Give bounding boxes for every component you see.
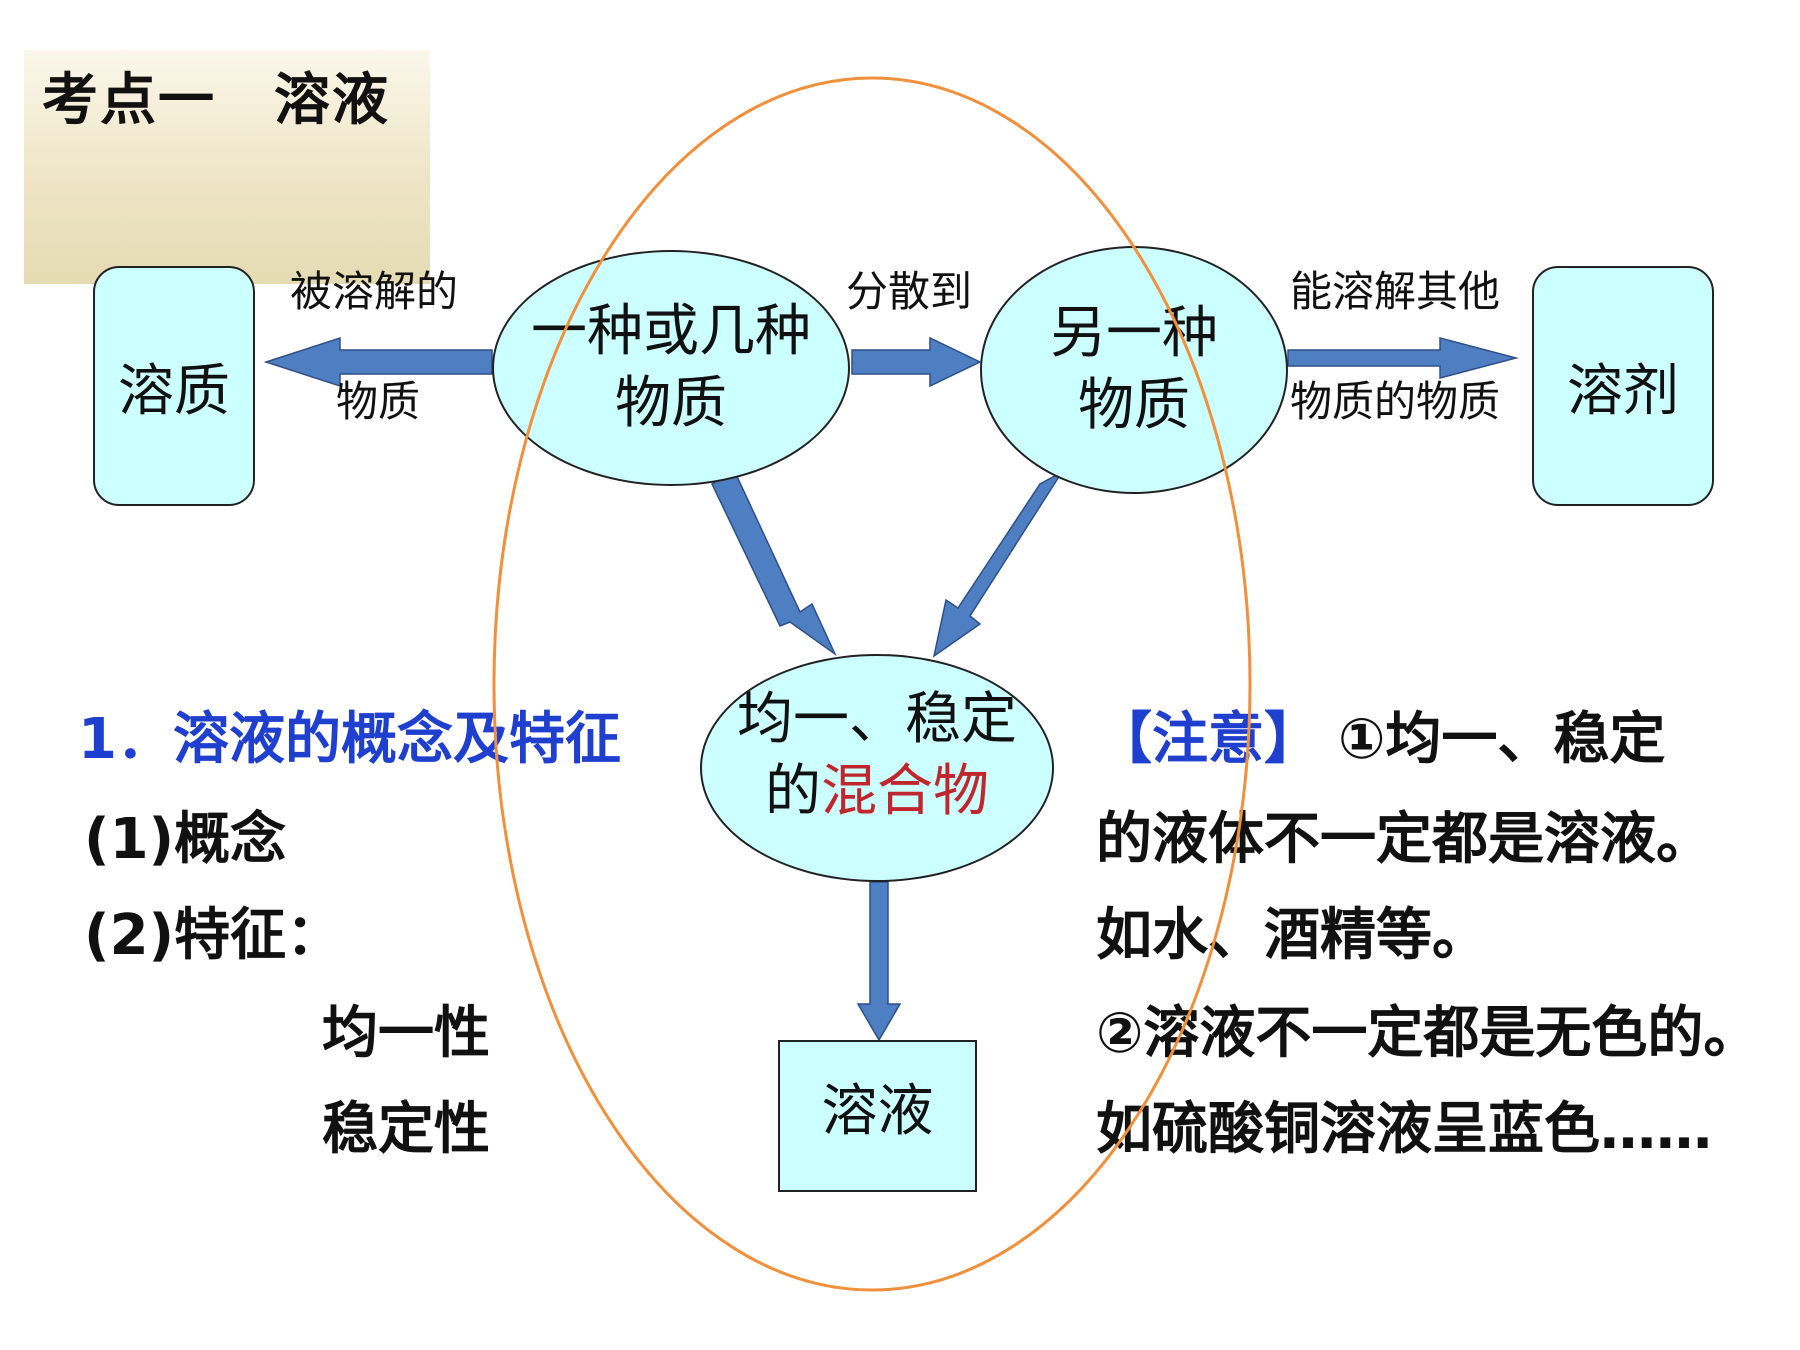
label-can-dissolve: 能溶解其他 [1290,267,1501,316]
note-label: 【注意】 [1096,707,1320,772]
substance-b-node: 另一种 物质 [980,246,1288,494]
substance-a-line2: 物质 [615,371,727,436]
label-substance-of-substance: 物质的物质 [1290,377,1501,426]
title-banner [24,50,430,284]
label-dissolved: 被溶解的 [290,267,459,316]
arrow-b-to-mixture [932,471,1063,658]
arrow-to-solvent [1287,337,1519,379]
solution-label: 溶液 [821,1078,934,1144]
section-heading: 1．溶液的概念及特征 [78,707,621,772]
label-disperse: 分散到 [846,267,973,316]
note-line3: 如水、酒精等。 [1096,903,1488,968]
arrow-a-to-mixture [711,468,837,657]
label-substance: 物质 [336,377,421,426]
note-line1-text: ①均一、稳定 [1338,707,1666,772]
substance-a-line1: 一种或几种 [531,299,811,364]
mixture-prefix: 的 [765,759,821,824]
arrow-mixture-to-solution [856,881,902,1042]
arrow-to-solute [263,336,493,388]
note-line4: ②溶液不一定都是无色的。 [1096,1001,1760,1066]
mixture-node: 均一、稳定 的混合物 [700,654,1054,882]
substance-b-line2: 物质 [1078,373,1190,438]
mixture-line2: 的混合物 [765,756,989,828]
solute-box: 溶质 [93,266,255,506]
item-features: (2)特征： [84,903,343,968]
note-line2: 的液体不一定都是溶液。 [1096,807,1712,872]
substance-a-node: 一种或几种 物质 [492,250,850,486]
note-line1: 【注意】 ①均一、稳定 [1096,694,1665,775]
feature-stability: 稳定性 [322,1097,490,1162]
solution-box: 溶液 [778,1040,977,1192]
arrow-to-substance-b [851,336,982,388]
highlight-ellipse [492,76,1252,1292]
note-line5: 如硫酸铜溶液呈蓝色…… [1096,1097,1712,1162]
page-title: 考点一 溶液 [42,68,390,133]
mixture-highlight: 混合物 [821,759,989,824]
feature-uniformity: 均一性 [322,1001,490,1066]
solvent-label: 溶剂 [1567,358,1679,424]
solvent-box: 溶剂 [1532,266,1714,506]
solute-label: 溶质 [118,358,230,424]
item-concept: (1)概念 [84,807,287,872]
mixture-line1: 均一、稳定 [737,687,1017,752]
